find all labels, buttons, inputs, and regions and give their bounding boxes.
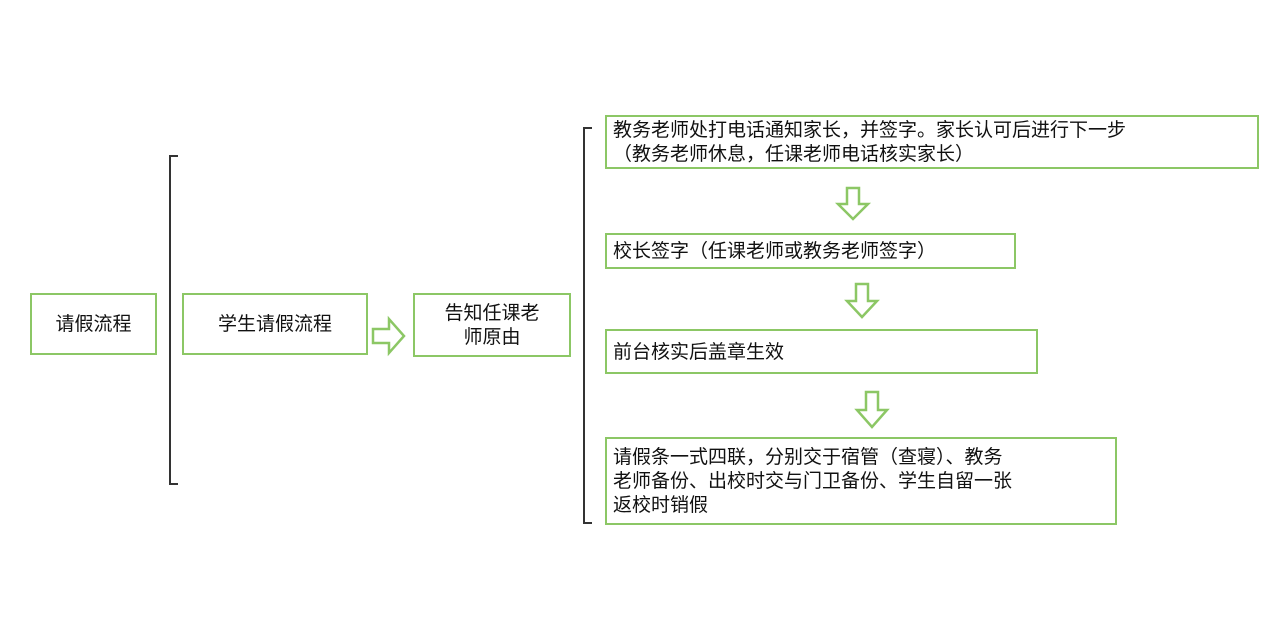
student-leave-process-node: 学生请假流程 (182, 293, 368, 355)
root-node-label: 请假流程 (55, 313, 132, 335)
right-bracket (583, 127, 592, 524)
step1-line1: 教务老师处打电话通知家长，并签字。家长认可后进行下一步 (613, 119, 1127, 141)
step2-label: 校长签字（任课老师或教务老师签字） (613, 240, 937, 262)
step4-line3: 返校时销假 (613, 494, 709, 516)
inform-teacher-node: 告知任课老 师原由 (413, 293, 571, 357)
step4-line1: 请假条一式四联，分别交于宿管（查寝）、教务 (613, 446, 1003, 468)
step2-node: 校长签字（任课老师或教务老师签字） (605, 233, 1016, 269)
step4-line2: 老师备份、出校时交与门卫备份、学生自留一张 (613, 470, 1013, 492)
right-arrow-icon (371, 315, 406, 357)
root-node: 请假流程 (30, 293, 157, 355)
step4-node: 请假条一式四联，分别交于宿管（查寝）、教务 老师备份、出校时交与门卫备份、学生自… (605, 437, 1117, 525)
step3-label: 前台核实后盖章生效 (613, 340, 785, 363)
step3-node: 前台核实后盖章生效 (605, 329, 1038, 374)
inform-teacher-label-line2: 师原由 (463, 326, 521, 348)
step1-line2: （教务老师休息，任课老师电话核实家长） (613, 143, 975, 165)
down-arrow-icon (834, 186, 872, 221)
student-leave-process-label: 学生请假流程 (217, 313, 332, 335)
down-arrow-icon (854, 390, 890, 429)
down-arrow-icon (844, 282, 880, 319)
left-bracket (169, 155, 178, 485)
inform-teacher-label-line1: 告知任课老 (444, 302, 540, 324)
step1-node: 教务老师处打电话通知家长，并签字。家长认可后进行下一步 （教务老师休息，任课老师… (605, 115, 1259, 169)
